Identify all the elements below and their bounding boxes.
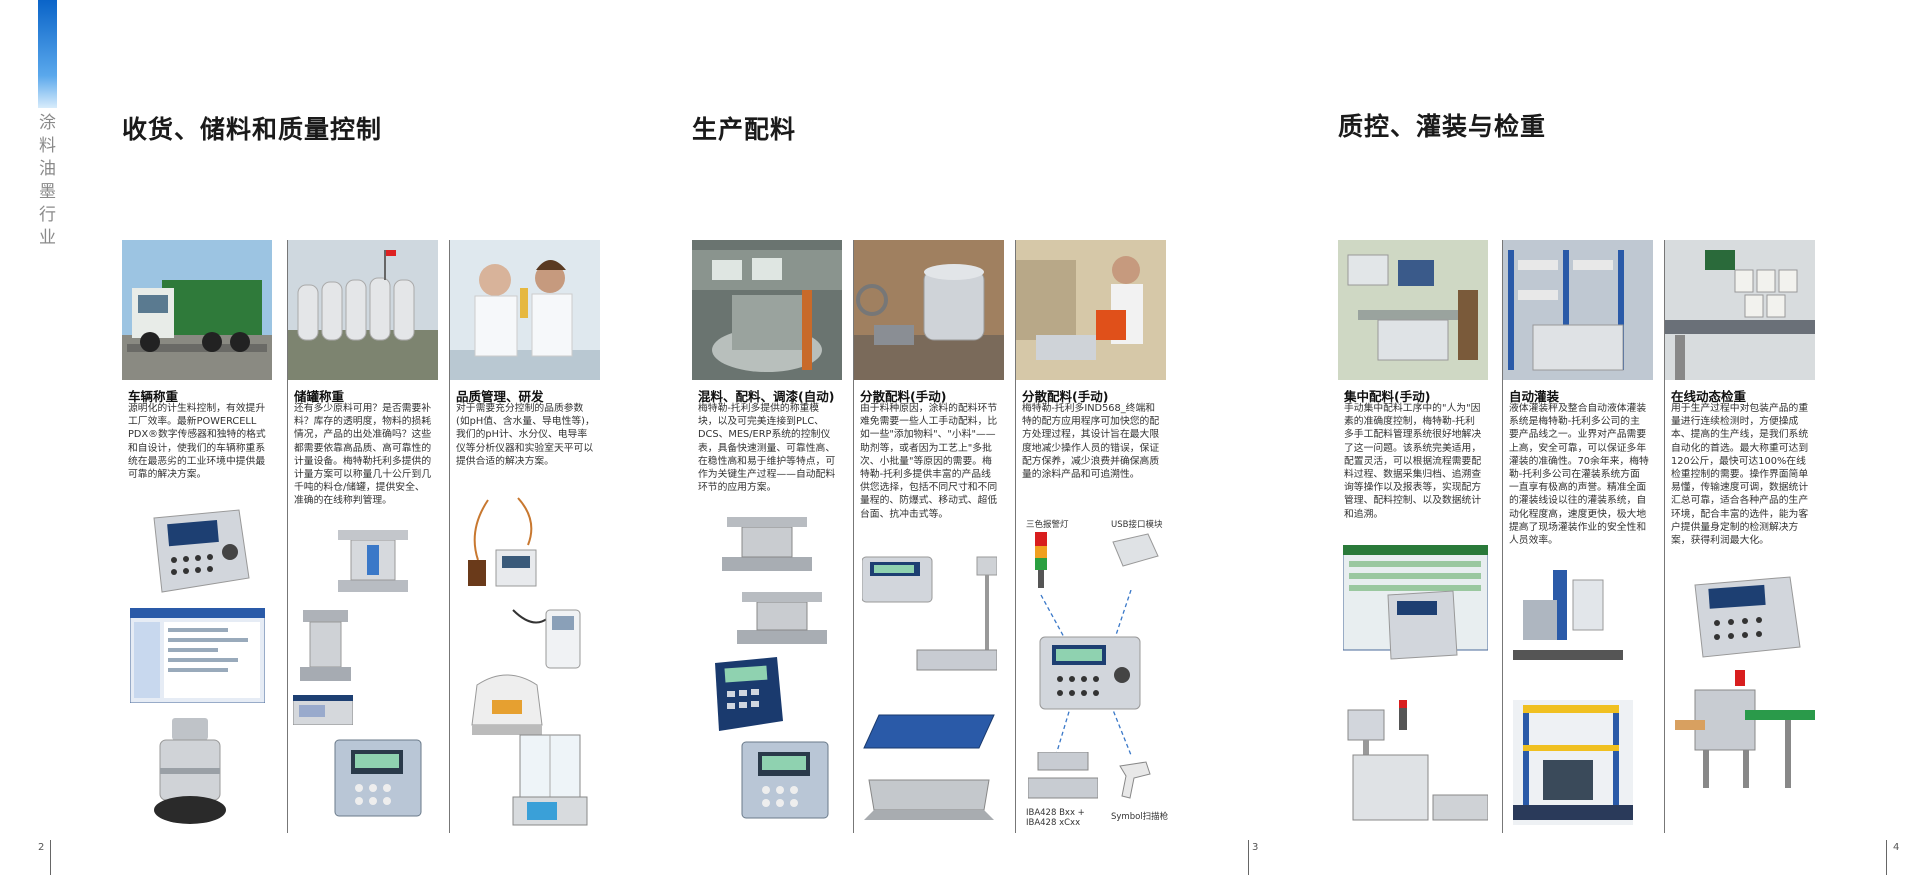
column-checkweighing: 在线动态检重 用于生产过程中对包装产品的重量进行连续检测时，方便操成本、提高的生… — [1664, 240, 1815, 833]
weighing-terminal-image — [144, 508, 254, 600]
tower-light-image — [1030, 532, 1052, 594]
analytical-balance-image — [505, 730, 595, 834]
usb-module-label: USB接口模块 — [1111, 520, 1163, 530]
page-marker-middle — [1248, 840, 1249, 875]
photo-checkweigher-line — [1665, 240, 1815, 380]
column-heading: 混料、配料、调漆(自动) — [698, 389, 835, 404]
filling-system-image — [1513, 700, 1633, 829]
column-heading: 分散配料(手动) — [1022, 389, 1109, 404]
column-heading: 集中配料(手动) — [1344, 389, 1431, 404]
load-cell-image — [150, 718, 230, 832]
column-mixing-auto: 混料、配料、调漆(自动) 梅特勒-托利多提供的称重模块，以及可完美连接到PLC、… — [692, 240, 842, 833]
software-screenshot-image — [129, 607, 266, 707]
section-title-receiving: 收货、储料和质量控制 — [122, 115, 383, 144]
photo-laboratory — [450, 240, 600, 380]
blue-terminal-image — [707, 655, 787, 739]
weighing-terminal-image — [1685, 575, 1805, 664]
weighing-terminal-image — [1038, 635, 1143, 717]
page-marker-right — [1886, 840, 1887, 875]
weigh-module-image — [732, 588, 832, 657]
page-number-right: 4 — [1893, 842, 1900, 853]
column-tank-weighing: 储罐称重 还有多少原料可用？是否需要补料？库存的透明度，物料的损耗情况，产品的出… — [287, 240, 438, 833]
bench-scale-image — [861, 552, 998, 691]
barcode-scanner-image — [1116, 760, 1156, 804]
checkweigher-image — [1675, 670, 1815, 794]
hazardous-terminal-image — [333, 738, 423, 822]
column-body: 梅特勒-托利多IND568_终端和特的配方应用程序可加快您的配方处理过程，其设计… — [1022, 403, 1160, 481]
column-vehicle-weighing: 车辆称重 源明化的计生料控制，有效提升工厂效率。最新POWERCELL PDX®… — [122, 240, 272, 833]
photo-truck-scale — [122, 240, 272, 380]
section-title-production: 生产配料 — [692, 115, 797, 144]
column-body: 梅特勒-托利多提供的称重模块，以及可完美连接到PLC、DCS、MES/ERP系统… — [698, 403, 836, 494]
column-auto-filling: 自动灌装 液体灌装秤及整合自动液体灌装系统是梅特勒-托利多公司的主要产品线之一。… — [1502, 240, 1653, 833]
column-heading: 分散配料(手动) — [860, 389, 947, 404]
column-central-formulation: 集中配料(手动) 手动集中配料工序中的"人为"因素的准确度控制，梅特勒-托利多手… — [1338, 240, 1489, 833]
compression-cell-image — [298, 610, 353, 689]
side-title: 涂料油墨行业 — [39, 113, 56, 248]
column-body: 源明化的计生料控制，有效提升工厂效率。最新POWERCELL PDX®数字传感器… — [128, 403, 266, 481]
column-body: 对于需要充分控制的品质参数(如pH值、含水量、导电性等)，我们的pH计、水分仪、… — [456, 403, 595, 467]
column-heading: 自动灌装 — [1509, 389, 1560, 404]
column-body: 手动集中配料工序中的"人为"因素的准确度控制，梅特勒-托利多手工配料管理系统很好… — [1344, 403, 1482, 520]
barcode-scanner-label: Symbol扫描枪 — [1111, 812, 1169, 822]
weigh-module-image — [717, 512, 817, 586]
photo-formulation-station — [1338, 240, 1488, 380]
platform-scales-image — [1027, 751, 1099, 806]
photo-filling-line — [1503, 240, 1653, 380]
moisture-analyzer-image — [462, 665, 552, 744]
column-body: 用于生产过程中对包装产品的重量进行连续检测时，方便操成本、提高的生产线，是我们系… — [1671, 403, 1809, 547]
column-heading: 车辆称重 — [128, 389, 179, 404]
side-accent-bar — [38, 0, 57, 108]
terminal-panel-image — [292, 694, 354, 729]
photo-mixing-plant — [692, 240, 842, 380]
hazardous-terminal-image — [740, 740, 830, 824]
photo-storage-tanks — [288, 240, 438, 380]
titrator-image — [458, 490, 558, 594]
column-body: 还有多少原料可用？是否需要补料？库存的透明度，物料的损耗情况，产品的出处准确吗？… — [294, 403, 432, 507]
software-with-terminal-image — [1342, 544, 1489, 664]
page-marker-left — [50, 840, 51, 875]
usb-module-image — [1108, 532, 1163, 576]
floor-scale-image — [859, 710, 999, 759]
column-heading: 在线动态检重 — [1671, 389, 1747, 404]
photo-mixing-tank — [854, 240, 1004, 380]
column-dispersion-manual: 分散配料(手动) 由于料种原因，涂料的配料环节难免需要一些人工手动配料，比如一些… — [853, 240, 1004, 833]
section-title-qc: 质控、灌装与检重 — [1338, 112, 1547, 141]
column-heading: 储罐称重 — [294, 389, 345, 404]
page-number-left: 2 — [38, 842, 45, 853]
ramp-floor-scale-image — [859, 770, 999, 829]
column-body: 液体灌装秤及整合自动液体灌装系统是梅特勒-托利多公司的主要产品线之一。业界对产品… — [1509, 403, 1649, 547]
page-number-middle: 3 — [1252, 842, 1259, 853]
column-quality-rd: 品质管理、研发 对于需要充分控制的品质参数(如pH值、含水量、导电性等)，我们的… — [449, 240, 600, 833]
scale-models-label: IBA428 Bxx + IBA428 xCxx — [1026, 808, 1085, 828]
formulation-station-image — [1343, 700, 1489, 832]
column-heading: 品质管理、研发 — [456, 389, 544, 404]
column-body: 由于料种原因，涂料的配料环节难免需要一些人工手动配料，比如一些"添加物料"、"小… — [860, 403, 998, 520]
ph-meter-image — [508, 600, 598, 674]
photo-operator-weighing — [1016, 240, 1166, 380]
filling-machine-image — [1513, 570, 1623, 674]
column-formulation-manual: 分散配料(手动) 梅特勒-托利多IND568_终端和特的配方应用程序可加快您的配… — [1015, 240, 1169, 833]
tower-light-label: 三色报警灯 — [1026, 520, 1069, 530]
weigh-module-image — [333, 525, 413, 609]
